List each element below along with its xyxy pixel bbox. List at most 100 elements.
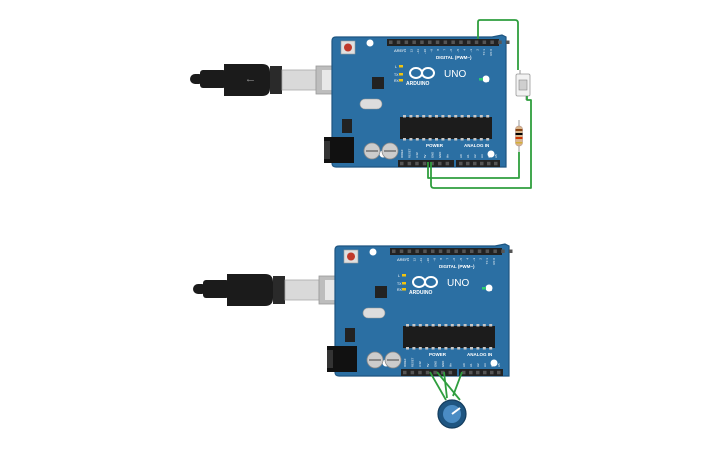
aref-label: AREF <box>394 48 405 53</box>
digital-pin-label: 13 <box>406 258 410 262</box>
model-text: UNO <box>444 69 466 80</box>
reset-button-cap <box>344 43 352 52</box>
power-pin-label: 5V <box>423 154 427 158</box>
analog-pin-label: A5 <box>494 154 498 158</box>
on-label: ON <box>484 79 490 83</box>
analog-pin-label: A2 <box>476 363 480 367</box>
analog-header[interactable] <box>456 160 500 167</box>
digital-pin-label: 8 <box>439 258 443 260</box>
wire-gnd-resistor <box>427 152 520 179</box>
digital-pin-label: ~11 <box>416 49 420 54</box>
digital-pin-label: 2 <box>476 49 480 51</box>
power-pin-label: GND <box>441 361 445 367</box>
usb-chip <box>372 77 384 89</box>
power-pin-label: 3.3V <box>415 152 419 158</box>
pushbutton[interactable] <box>515 70 531 100</box>
power-pin-label: Vin <box>446 154 450 158</box>
logo-text: ARDUINO <box>406 81 429 87</box>
wire-5v-button <box>430 96 532 189</box>
digital-pin-label: 12 <box>410 49 414 53</box>
analog-pin-label: A2 <box>473 154 477 158</box>
usb-cable[interactable]: ⟵ <box>190 64 357 96</box>
wires[interactable] <box>429 371 463 401</box>
analog-pin-label: A5 <box>497 363 501 367</box>
atmega-chip <box>403 326 495 348</box>
atmega-chip <box>400 117 492 139</box>
led-l-label: L <box>395 65 397 69</box>
power-label: POWER <box>426 143 444 148</box>
digital-pin-label: ~10 <box>423 49 427 54</box>
arduino-logo: ARDUINO UNO <box>406 67 466 87</box>
analog-label: ANALOG IN <box>464 143 489 148</box>
voltage-regulator <box>342 119 352 133</box>
digital-label: DIGITAL (PWM~) <box>439 264 475 269</box>
digital-pin-label: ~5 <box>456 49 460 53</box>
led-tx-label: TX <box>397 282 402 286</box>
led-tx-label: TX <box>394 73 399 77</box>
usb-cable[interactable] <box>193 274 360 306</box>
logo-text: ARDUINO <box>409 290 432 296</box>
potentiometer-knob-indicator <box>451 407 461 415</box>
crystal <box>359 98 383 110</box>
analog-pin-label: A0 <box>459 154 463 158</box>
usb-chip <box>375 286 387 298</box>
reset-button-cap <box>347 252 355 261</box>
analog-pin-label: A4 <box>487 154 491 158</box>
analog-pin-label: A3 <box>480 154 484 158</box>
potentiometer[interactable] <box>437 399 467 429</box>
usb-symbol-icon: ⟵ <box>247 78 254 84</box>
wire-d2-button <box>477 19 519 70</box>
led-l-label: L <box>398 274 400 278</box>
digital-pin-label: ~11 <box>419 258 423 263</box>
wires[interactable] <box>427 19 532 189</box>
digital-pin-label: ~9 <box>432 258 436 262</box>
digital-pin-label: ~9 <box>429 49 433 53</box>
led-rx-label: RX <box>397 288 403 292</box>
digital-header[interactable] <box>387 39 499 46</box>
digital-pin-label: RX 0 <box>492 258 496 265</box>
power-pin-label: GND <box>433 361 437 367</box>
power-pin-label: 5V <box>426 363 430 367</box>
analog-pin-label: A4 <box>490 363 494 367</box>
digital-label: DIGITAL (PWM~) <box>436 55 472 60</box>
wire-a0-pot <box>452 371 463 397</box>
digital-pin-label: RX 0 <box>489 49 493 56</box>
digital-pin-label: ~3 <box>469 49 473 53</box>
crystal <box>362 307 386 319</box>
power-pin-label: IOREF <box>400 149 404 158</box>
resistor[interactable] <box>515 120 523 152</box>
digital-pin-label: TX 1 <box>485 258 489 265</box>
power-pin-label: Vin <box>449 363 453 367</box>
voltage-regulator <box>345 328 355 342</box>
power-pin-label: RESET <box>408 148 412 158</box>
analog-pin-label: A1 <box>466 154 470 158</box>
arduino-logo: ARDUINO UNO <box>409 276 469 296</box>
analog-header[interactable] <box>459 369 503 376</box>
digital-pin-label: ~10 <box>426 258 430 263</box>
power-label: POWER <box>429 352 447 357</box>
analog-pin-label: A1 <box>469 363 473 367</box>
digital-pin-label: ~6 <box>449 49 453 53</box>
digital-pin-label: 12 <box>413 258 417 262</box>
power-pin-label: IOREF <box>403 358 407 367</box>
on-label: ON <box>487 288 493 292</box>
digital-header[interactable] <box>390 248 502 255</box>
power-pin-label: GND <box>438 152 442 158</box>
digital-pin-label: 7 <box>446 258 450 260</box>
wire-5v-pot <box>429 371 447 401</box>
digital-pin-label: ~6 <box>452 258 456 262</box>
digital-pin-label: TX 1 <box>482 49 486 56</box>
power-pin-label: RESET <box>411 357 415 367</box>
analog-pin-label: A0 <box>462 363 466 367</box>
digital-pin-label: 4 <box>462 49 466 51</box>
digital-pin-label: 13 <box>403 49 407 53</box>
digital-pin-label: 2 <box>479 258 483 260</box>
model-text: UNO <box>447 278 469 289</box>
